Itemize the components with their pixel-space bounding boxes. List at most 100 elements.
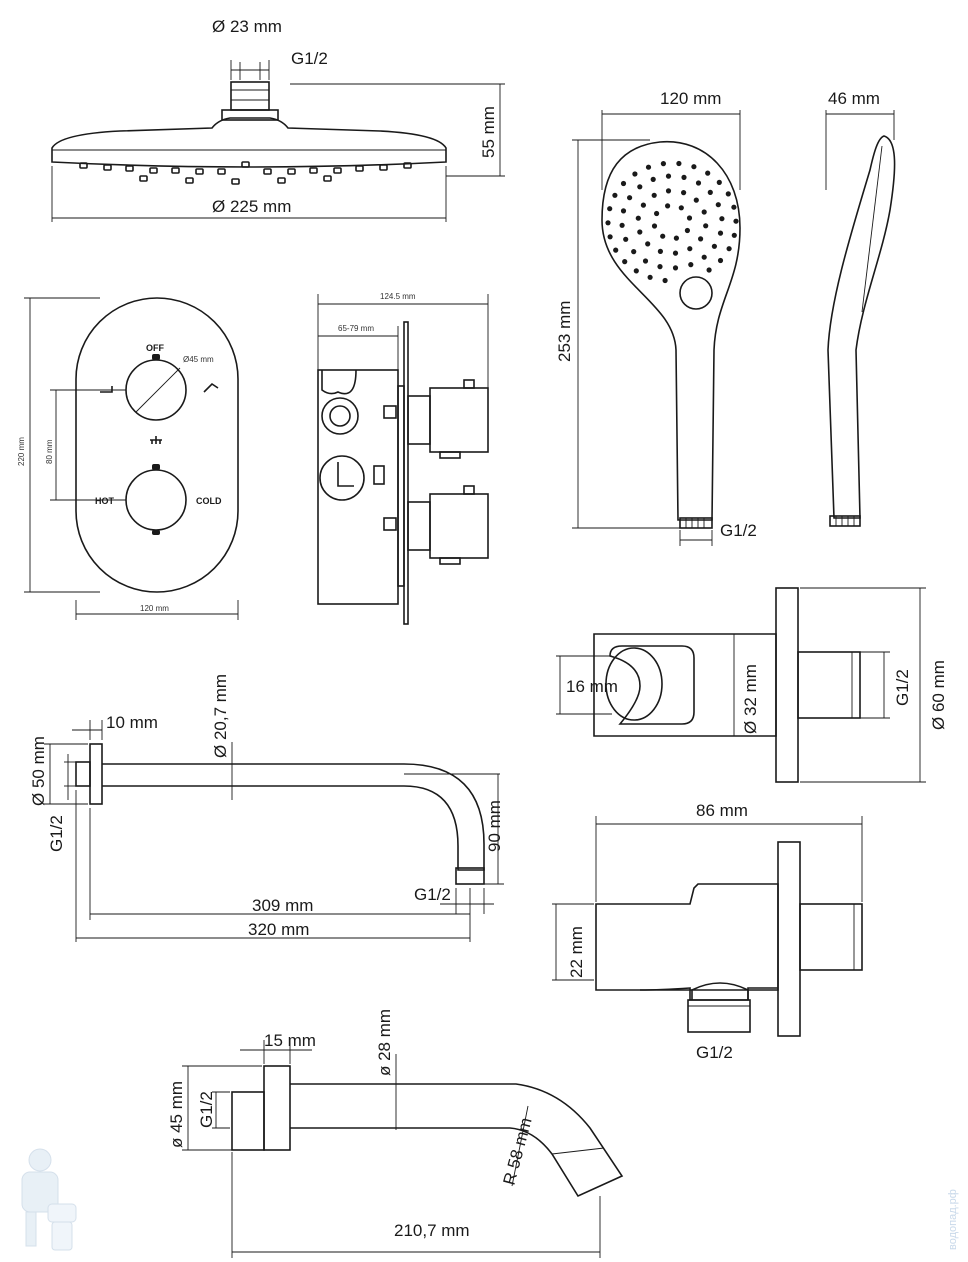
wall-outlet-drawing: 86 mm 22 mm G1/2 (552, 801, 863, 1062)
bath-spout-flange (263, 1065, 291, 1151)
thermostat-plate-edge (403, 321, 409, 625)
thermostat-cold-label: COLD (196, 496, 222, 506)
thermostat-inlet (319, 455, 365, 501)
spray-hole (635, 215, 641, 221)
spray-hole (695, 180, 702, 186)
spray-hole (645, 164, 652, 170)
spray-hole (703, 223, 709, 229)
spray-hole (707, 189, 713, 195)
hand-shower-thread-label: G1/2 (720, 521, 757, 540)
plumber-mascot-logo (21, 1148, 77, 1251)
wall-holder-thread (797, 651, 861, 719)
wall-holder-drawing: 16 mm Ø 32 mm G1/2 Ø 60 mm (556, 587, 948, 783)
wall-outlet-thread (799, 903, 863, 971)
spray-hole (665, 203, 671, 209)
shower-arm-flange-diameter-label: Ø 50 mm (29, 736, 48, 806)
spray-hole (660, 161, 667, 167)
spray-hole (627, 195, 633, 201)
spray-hole (637, 229, 643, 235)
wall-holder-cradle (609, 645, 695, 725)
spray-hole (693, 197, 699, 203)
spray-hole (731, 204, 737, 210)
spout-icon (100, 386, 113, 393)
spray-hole (660, 233, 666, 239)
hand-shower-width-label: 120 mm (660, 89, 721, 108)
spray-hole (657, 248, 664, 254)
spray-hole (701, 254, 707, 260)
thermostat-off-label: OFF (146, 343, 164, 353)
spray-hole (698, 236, 704, 242)
shower-arm-drawing: 10 mm Ø 20,7 mm Ø 50 mm G1/2 90 mm G1/2 … (29, 674, 504, 942)
spray-hole (706, 267, 712, 273)
thermostat-cartridge-bottom (429, 493, 489, 559)
spray-hole (662, 277, 668, 284)
thermostat-plate-width-label: 120 mm (140, 604, 169, 613)
bath-spout-flange-diameter-label: ø 45 mm (167, 1081, 186, 1148)
spray-hole (640, 202, 647, 208)
bath-spout-radius-label: R 58 mm (500, 1115, 536, 1187)
wall-outlet-flange (777, 841, 801, 1037)
thermostat-body-depth-label: 124.5 mm (380, 292, 416, 301)
spray-hole (642, 258, 649, 264)
spray-hole (607, 234, 613, 240)
spray-hole (688, 262, 694, 268)
spray-hole (651, 192, 657, 198)
hand-shower-length-label: 253 mm (555, 301, 574, 362)
spray-hole (726, 246, 732, 252)
spray-hole (612, 192, 618, 198)
wall-outlet-thread-label: G1/2 (696, 1043, 733, 1062)
shower-arm-thread (75, 761, 91, 787)
thermostat-plate-height-label: 220 mm (17, 437, 26, 466)
thermostat-knob-spacing-label: 80 mm (45, 439, 54, 464)
overhead-height-label: 55 mm (479, 106, 498, 158)
spray-hole (632, 171, 638, 177)
hand-shower-thread-front (679, 517, 713, 529)
hand-shower-side (827, 135, 896, 519)
thermostat-outlet-top (321, 397, 359, 435)
wall-outlet-body (595, 883, 779, 991)
hand-shower-button (679, 276, 713, 310)
bath-spout-thread-label: G1/2 (197, 1091, 216, 1128)
hand-shower-icon (203, 382, 219, 393)
spray-hole (678, 205, 684, 211)
spray-hole (672, 265, 679, 271)
wall-holder-flange (775, 587, 799, 783)
overhead-shower-icon (150, 436, 162, 444)
spray-hole (623, 236, 629, 242)
thermostat-body (317, 369, 399, 605)
spray-hole (731, 232, 737, 238)
wall-holder-body (593, 633, 777, 737)
thermostat-top-knob (125, 359, 187, 421)
thermostat-cartridge-top (429, 387, 489, 453)
spray-hole (620, 208, 627, 214)
spray-hole (647, 274, 653, 280)
spray-hole (687, 246, 693, 252)
spray-hole (619, 222, 625, 228)
spray-hole (691, 164, 697, 170)
spray-hole (733, 218, 739, 224)
shower-arm-wall-thread-label: G1/2 (47, 815, 66, 852)
thermostat-front-drawing: OFF Ø45 mm HOT COLD 220 mm 80 mm 120 mm (17, 297, 239, 620)
thermostat-knob-diameter-label: Ø45 mm (183, 355, 214, 364)
spray-hole (665, 173, 672, 179)
spray-hole (681, 190, 687, 196)
spray-hole (605, 220, 611, 226)
wall-holder-thread-label: G1/2 (893, 669, 912, 706)
thermostat-install-depth-label: 65-79 mm (338, 324, 374, 333)
overhead-nozzles (79, 161, 412, 185)
spray-hole (631, 249, 637, 255)
watermark-text: водопад.рф (947, 1189, 959, 1250)
shower-arm-pipe (102, 763, 485, 871)
shower-arm-drop-label: 90 mm (485, 800, 504, 852)
shower-arm-flange (89, 743, 103, 805)
overhead-thread-label: G1/2 (291, 49, 328, 68)
shower-arm-reach-inner-label: 309 mm (252, 896, 313, 915)
spray-hole (633, 268, 639, 274)
overhead-connector (230, 81, 270, 111)
spray-hole (717, 257, 724, 264)
overhead-collar (221, 109, 279, 121)
overhead-head (51, 117, 447, 168)
spray-hole (613, 247, 619, 253)
hand-shower-thread-side (829, 515, 861, 527)
